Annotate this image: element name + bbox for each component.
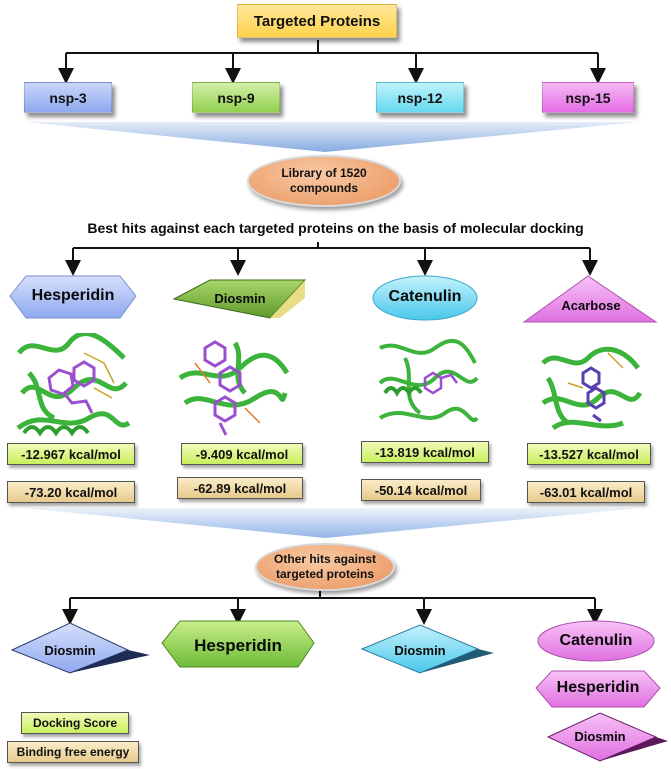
best-hits-heading: Best hits against each targeted proteins… [87, 220, 584, 236]
docking-score-diosmin: -9.409 kcal/mol [181, 443, 303, 465]
other-hits-line-1: Other hits against [273, 552, 377, 566]
triangle-shape-acarbose [522, 275, 658, 323]
other-hit-shapes [10, 620, 668, 762]
best-hit-name-diosmin: Diosmin [214, 291, 266, 306]
protein-label-nsp3: nsp-3 [49, 89, 87, 106]
legend-docking-score: Docking Score [21, 712, 129, 734]
targeted-proteins-box: Targeted Proteins [237, 4, 397, 38]
other-hit-name-hesperidin-3: Hesperidin [556, 679, 640, 696]
hexagon-shape-hesperidin-3 [535, 670, 661, 708]
protein-label-nsp15: nsp-15 [565, 89, 611, 106]
ellipse-shape-catenulin [372, 275, 478, 321]
funnel-2 [25, 508, 640, 538]
legend-binding-free-energy: Binding free energy [7, 741, 139, 763]
docking-score-acarbose: -13.527 kcal/mol [527, 443, 651, 465]
protein-label-nsp12: nsp-12 [397, 89, 443, 106]
binding-energy-diosmin: -62.89 kcal/mol [177, 477, 303, 499]
ellipse-shape-catenulin-2 [537, 620, 655, 662]
binding-energy-catenulin: -50.14 kcal/mol [361, 479, 481, 501]
other-hit-name-hesperidin-2: Hesperidin [194, 636, 282, 655]
best-hit-name-catenulin: Catenulin [388, 288, 462, 305]
other-hit-name-diosmin-3: Diosmin [574, 729, 626, 744]
protein-box-nsp12: nsp-12 [376, 82, 464, 113]
hexagon-shape-hesperidin-2 [161, 620, 315, 668]
library-ellipse: Library of 1520 compounds [247, 155, 401, 207]
protein-box-nsp3: nsp-3 [24, 82, 112, 113]
other-hit-name-diosmin-2: Diosmin [394, 643, 446, 658]
protein-box-nsp15: nsp-15 [542, 82, 634, 113]
other-hits-ellipse: Other hits against targeted proteins [255, 543, 395, 591]
docking-score-catenulin: -13.819 kcal/mol [361, 441, 489, 463]
protein-label-nsp9: nsp-9 [217, 89, 255, 106]
other-hits-line-2: targeted proteins [275, 567, 374, 581]
best-hit-name-hesperidin: Hesperidin [31, 287, 115, 304]
library-line-2: compounds [290, 181, 358, 195]
other-hit-name-diosmin-1: Diosmin [44, 643, 96, 658]
other-hit-name-catenulin-2: Catenulin [559, 632, 633, 649]
library-line-1: Library of 1520 [281, 166, 367, 180]
protein-box-nsp9: nsp-9 [192, 82, 280, 113]
hexagon-shape-hesperidin [9, 275, 137, 319]
structure-image-hesperidin [14, 333, 132, 439]
binding-energy-acarbose: -63.01 kcal/mol [527, 481, 645, 503]
structure-image-catenulin [375, 333, 481, 439]
structure-image-acarbose [538, 333, 644, 439]
funnel-1 [25, 122, 640, 152]
best-hit-shapes [9, 275, 658, 323]
binding-energy-hesperidin: -73.20 kcal/mol [7, 481, 135, 503]
best-hit-name-acarbose: Acarbose [561, 298, 621, 313]
docking-score-hesperidin: -12.967 kcal/mol [7, 443, 135, 465]
structure-image-diosmin [175, 333, 291, 439]
targeted-proteins-label: Targeted Proteins [253, 12, 381, 30]
